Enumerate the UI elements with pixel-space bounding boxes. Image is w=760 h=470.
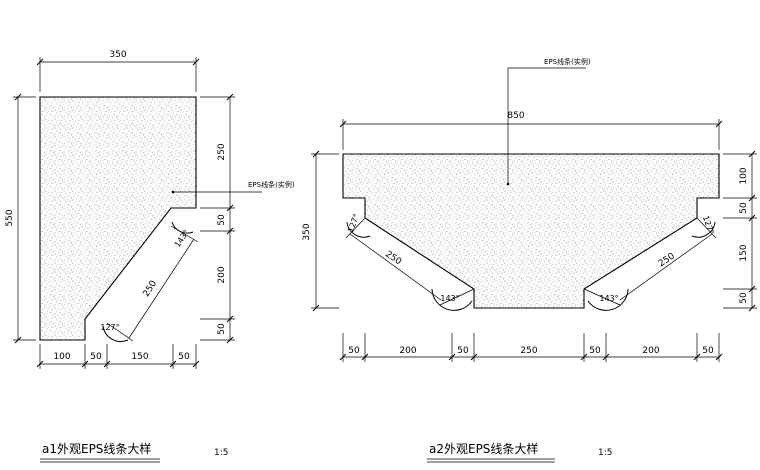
a2-callout: EPS线条(实例) — [506, 57, 591, 186]
a2-angle-left-top-label: 127° — [346, 213, 361, 234]
a2-bottom-dimension: 50 200 50 250 50 200 50 — [339, 333, 723, 362]
a2-angle-arc-right-top — [691, 221, 716, 238]
a2-bottom-dim-5: 50 — [589, 346, 601, 356]
a2-angle-right-top-label: 127° — [701, 215, 716, 236]
a2-left-dimension: 350 — [302, 150, 339, 312]
a1-bottom-dim-4: 50 — [178, 352, 190, 362]
detail-a2: EPS线条(实例) 850 350 — [302, 57, 757, 463]
a1-bottom-dim-2: 50 — [90, 352, 102, 362]
a2-angle-right-bottom-label: 143° — [599, 294, 618, 303]
a2-bottom-dim-1: 50 — [348, 346, 360, 356]
a2-right-dim-3: 150 — [739, 244, 749, 261]
a2-diagonal-left-label: 250 — [383, 249, 403, 267]
a1-top-width-label: 350 — [109, 50, 126, 60]
detail-a1: 350 550 250 50 200 50 — [5, 50, 295, 463]
a1-callout: EPS线条(实例) — [171, 180, 295, 194]
a2-bottom-dim-2: 200 — [399, 346, 416, 356]
a1-angle-arc-top — [171, 221, 194, 234]
a1-bottom-dim-1: 100 — [53, 352, 70, 362]
a2-height-label: 350 — [302, 223, 312, 240]
a1-callout-label: EPS线条(实例) — [248, 180, 295, 189]
a2-title-block: a2外观EPS线条大样 1:5 — [427, 441, 612, 463]
a2-top-dimension: 850 — [339, 111, 723, 150]
a1-angle-bottom-label: 127° — [100, 323, 119, 332]
a1-bottom-dim-3: 150 — [131, 352, 148, 362]
a2-top-width-label: 850 — [507, 111, 524, 121]
a2-right-dim-4: 50 — [739, 292, 749, 304]
a1-height-label: 550 — [5, 209, 15, 226]
a2-bottom-dim-3: 50 — [457, 346, 469, 356]
a2-angle-arc-left-bottom — [431, 288, 473, 311]
a2-right-dimension: 100 50 150 50 — [723, 150, 757, 312]
a1-title: a1外观EPS线条大样 — [42, 441, 151, 456]
a1-left-dimension: 550 — [5, 93, 36, 344]
a2-angle-arc-left-top — [346, 221, 371, 238]
a2-eps-profile — [342, 153, 720, 309]
a2-title: a2外观EPS线条大样 — [429, 441, 538, 456]
a2-right-dim-1: 100 — [739, 167, 749, 184]
a1-title-block: a1外观EPS线条大样 1:5 — [40, 441, 228, 463]
a1-top-dimension: 350 — [36, 50, 200, 92]
a2-bottom-dim-6: 200 — [642, 346, 659, 356]
a1-angle-arc-bottom — [102, 325, 129, 342]
a2-bottom-dim-4: 250 — [520, 346, 537, 356]
a2-bottom-dim-7: 50 — [702, 346, 714, 356]
a1-angle-top-label: 143° — [173, 228, 191, 249]
a2-scale: 1:5 — [598, 448, 612, 458]
a1-right-dimension: 250 50 200 50 — [200, 93, 235, 344]
a1-eps-profile — [39, 96, 197, 341]
a1-right-dim-2: 50 — [217, 214, 227, 226]
a2-angle-left-bottom-label: 143° — [440, 294, 459, 303]
a1-right-dim-4: 50 — [217, 323, 227, 335]
a2-angle-arc-right-bottom — [587, 288, 629, 311]
a1-scale: 1:5 — [214, 448, 228, 458]
a1-right-dim-3: 200 — [217, 266, 227, 283]
a1-bottom-dimension: 100 50 150 50 — [36, 344, 200, 369]
a2-right-dim-2: 50 — [739, 202, 749, 214]
a1-right-dim-1: 250 — [217, 143, 227, 160]
a2-callout-label: EPS线条(实例) — [544, 57, 591, 66]
